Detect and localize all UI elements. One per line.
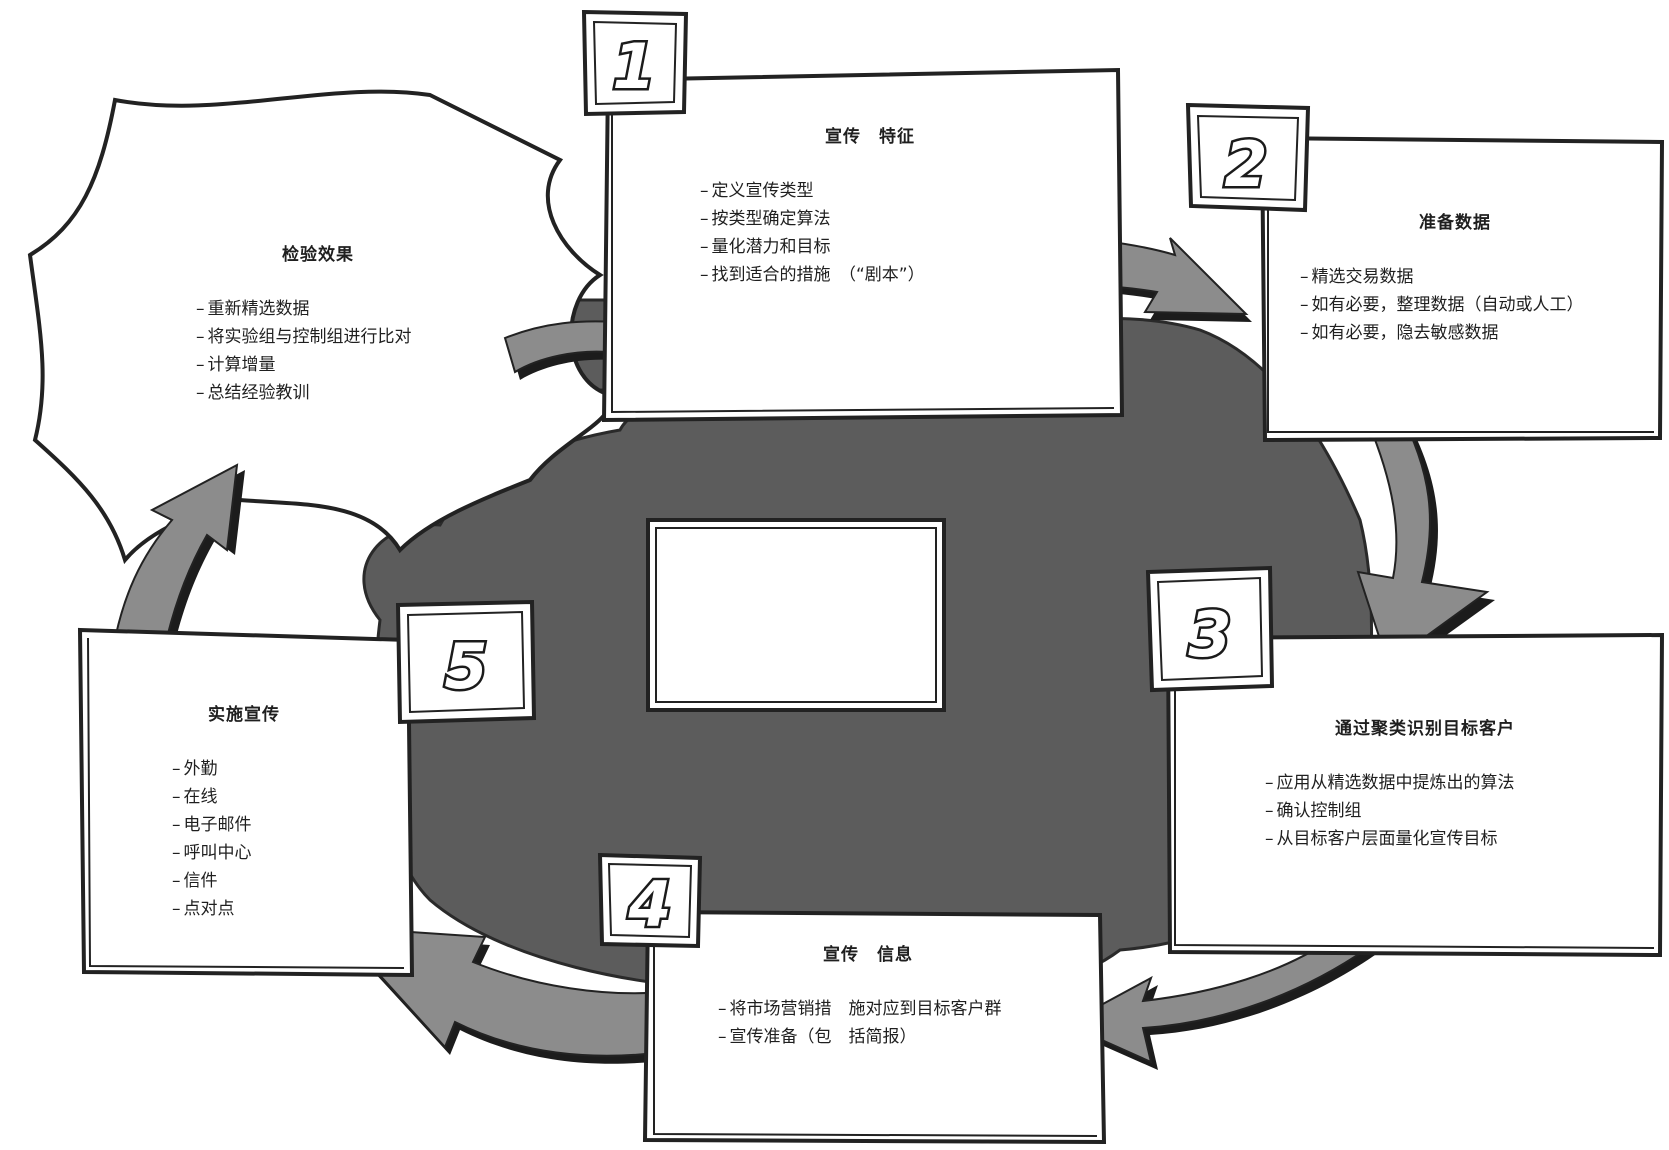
stage-3-item: 确认控制组 [1265,797,1645,825]
center-panel [646,518,946,712]
stage-2-title: 准备数据 [1419,213,1491,233]
evaluation-content: 检验效果 重新精选数据 将实验组与控制组进行比对 计算增量 总结经验教训 [196,240,496,407]
stage-2-content: 准备数据 精选交易数据 如有必要，整理数据（自动或人工） 如有必要，隐去敏感数据 [1300,208,1640,347]
stage-3-item: 从目标客户层面量化宣传目标 [1265,825,1645,853]
stage-5-title: 实施宣传 [208,705,280,725]
stage-5-item: 信件 [172,867,372,895]
stage-5-item: 点对点 [172,895,372,923]
stage-1-title: 宣传 特征 [825,127,915,147]
evaluation-item: 将实验组与控制组进行比对 [196,323,496,351]
evaluation-title: 检验效果 [282,245,354,265]
stage-4-title: 宣传 信息 [823,945,913,965]
stage-1-item: 找到适合的措施 （“剧本”） [700,261,1080,289]
stage-3-badge: 3 [1145,565,1275,693]
stage-2-item: 如有必要，整理数据（自动或人工） [1300,291,1640,319]
stage-1-item: 量化潜力和目标 [700,233,1080,261]
stage-5-badge: 5 [395,599,537,725]
stage-5-item: 呼叫中心 [172,839,372,867]
arrow-2-to-3 [1356,406,1495,672]
stage-4-item: 宣传准备（包 括简报） [718,1023,1018,1051]
stage-2-item: 如有必要，隐去敏感数据 [1300,319,1640,347]
stage-3-list: 应用从精选数据中提炼出的算法 确认控制组 从目标客户层面量化宣传目标 [1265,769,1645,853]
stage-2-list: 精选交易数据 如有必要，整理数据（自动或人工） 如有必要，隐去敏感数据 [1300,263,1640,347]
stage-2-number: 2 [1224,128,1267,201]
stage-4-item: 将市场营销措 施对应到目标客户群 [718,995,1008,1023]
evaluation-item: 总结经验教训 [196,379,496,407]
stage-1-number: 1 [612,30,655,103]
arrow-3-to-4 [1063,936,1375,1070]
stage-2-item: 精选交易数据 [1300,263,1640,291]
stage-2-badge: 2 [1185,102,1311,213]
stage-4-list: 将市场营销措 施对应到目标客户群 宣传准备（包 括简报） [718,995,1018,1051]
stage-3-item: 应用从精选数据中提炼出的算法 [1265,769,1645,797]
stage-3-content: 通过聚类识别目标客户 应用从精选数据中提炼出的算法 确认控制组 从目标客户层面量… [1265,714,1645,853]
stage-1-content: 宣传 特征 定义宣传类型 按类型确定算法 量化潜力和目标 找到适合的措施 （“剧… [700,122,1080,289]
stage-1-item: 定义宣传类型 [700,177,1080,205]
stage-5-content: 实施宣传 外勤 在线 电子邮件 呼叫中心 信件 点对点 [172,700,372,923]
evaluation-item: 计算增量 [196,351,496,379]
stage-5-item: 在线 [172,783,372,811]
stage-4-badge: 4 [597,852,703,949]
stage-5-number: 5 [444,630,487,703]
center-panel-inner [655,527,937,703]
stage-5-item: 外勤 [172,755,372,783]
evaluation-item: 重新精选数据 [196,295,496,323]
stage-1-item: 按类型确定算法 [700,205,1080,233]
stage-5-item: 电子邮件 [172,811,372,839]
stage-5-list: 外勤 在线 电子邮件 呼叫中心 信件 点对点 [172,755,372,923]
evaluation-list: 重新精选数据 将实验组与控制组进行比对 计算增量 总结经验教训 [196,295,496,407]
stage-4-number: 4 [627,868,671,941]
stage-4-content: 宣传 信息 将市场营销措 施对应到目标客户群 宣传准备（包 括简报） [718,940,1018,1051]
stage-3-title: 通过聚类识别目标客户 [1335,719,1515,739]
stage-1-list: 定义宣传类型 按类型确定算法 量化潜力和目标 找到适合的措施 （“剧本”） [700,177,1080,289]
stage-3-number: 3 [1188,598,1231,671]
stage-1-badge: 1 [581,9,689,117]
arrow-5-to-cloud [110,463,245,665]
